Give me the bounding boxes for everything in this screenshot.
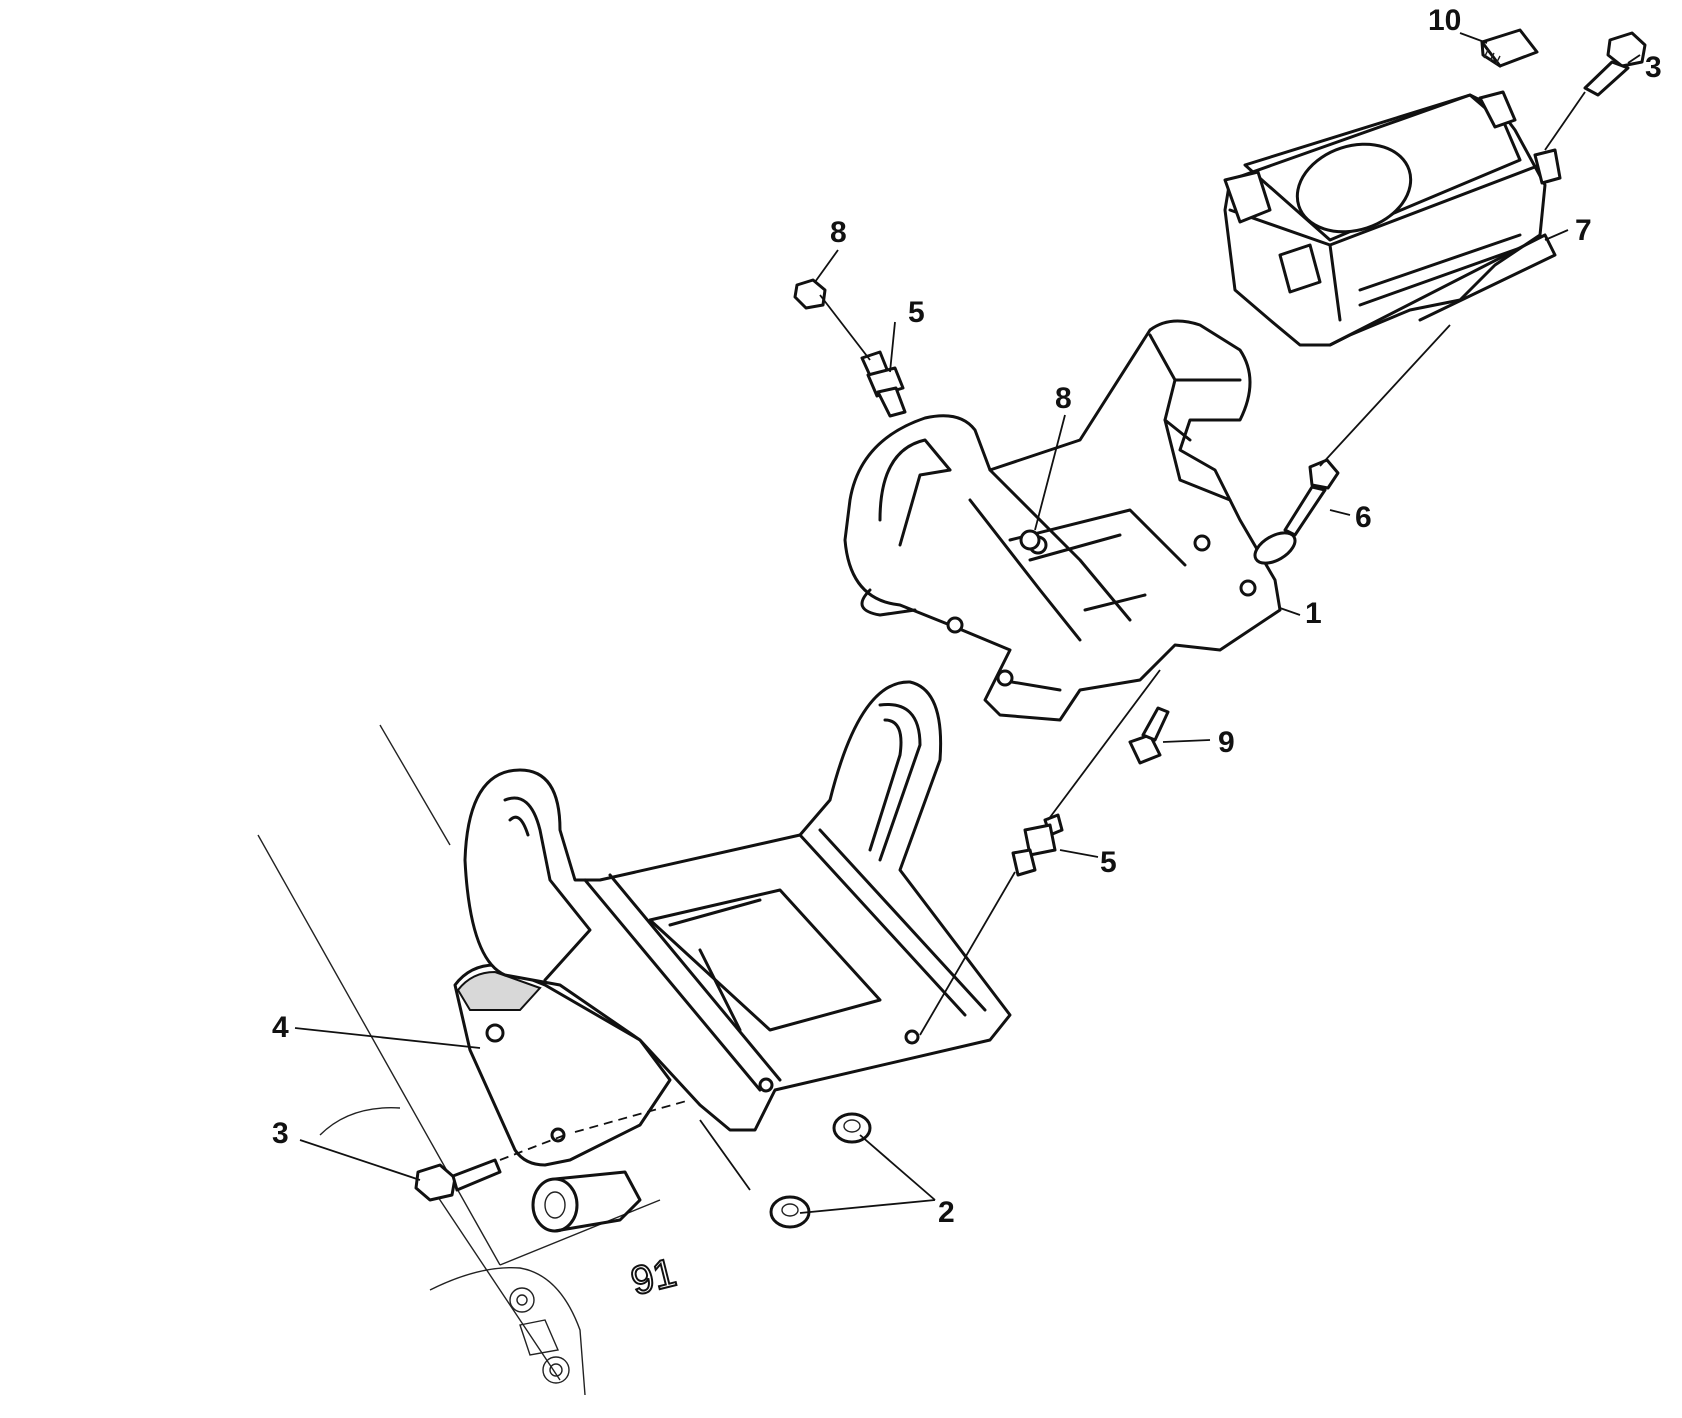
control-module bbox=[1223, 90, 1562, 347]
relay-chip bbox=[1480, 28, 1539, 68]
callout-labels: 1 2 3 3 4 5 5 6 7 8 8 9 10 bbox=[272, 4, 1662, 1229]
assembly-lines bbox=[499, 91, 1586, 1191]
bolt-9 bbox=[1128, 706, 1170, 765]
grommet-lower bbox=[769, 1195, 811, 1229]
callout-leaders bbox=[294, 32, 1641, 1214]
callout-6: 6 bbox=[1355, 501, 1372, 534]
callout-10: 10 bbox=[1428, 4, 1461, 37]
callout-9: 9 bbox=[1218, 726, 1235, 759]
callout-5-lower: 5 bbox=[1100, 846, 1117, 879]
upper-mounting-bracket bbox=[843, 319, 1282, 722]
callout-5-upper: 5 bbox=[908, 296, 925, 329]
callout-7: 7 bbox=[1575, 214, 1592, 247]
filler-cap-context bbox=[531, 1170, 642, 1233]
bolt-lower bbox=[414, 1158, 502, 1202]
callout-1: 1 bbox=[1305, 597, 1322, 630]
bolt-upper bbox=[1583, 31, 1647, 97]
callout-8-inner: 8 bbox=[1055, 382, 1072, 415]
stud-upper bbox=[860, 350, 907, 418]
housing-stamp: 91 bbox=[627, 1251, 681, 1304]
callout-2: 2 bbox=[938, 1196, 955, 1229]
callout-3-lower: 3 bbox=[272, 1117, 289, 1150]
stud-lower bbox=[1011, 813, 1064, 877]
screw-with-washer bbox=[1253, 458, 1340, 565]
callout-8-upper: 8 bbox=[830, 216, 847, 249]
callout-4: 4 bbox=[272, 1011, 289, 1044]
lower-mounting-bracket bbox=[453, 680, 1012, 1167]
nut-inner bbox=[1019, 529, 1041, 551]
callout-3-upper: 3 bbox=[1645, 51, 1662, 84]
nut-upper bbox=[793, 278, 827, 310]
vehicle-context-lines bbox=[257, 724, 661, 1396]
